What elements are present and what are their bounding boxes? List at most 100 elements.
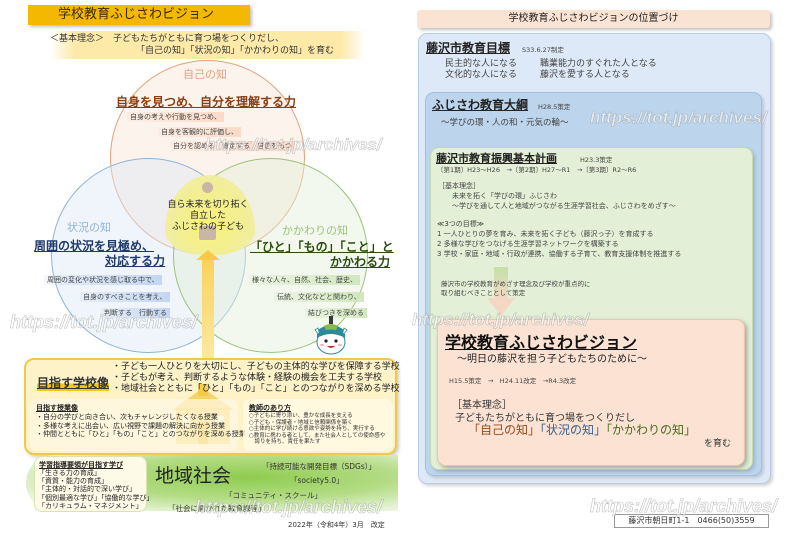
label-self-knowledge: 自己の知 <box>183 68 227 81</box>
school-vision-dates: H15.5策定 → H24.11改定 →R4.3改定 <box>449 377 577 385</box>
desc-self-2: 自身を客観的に評価し、 <box>158 127 241 137</box>
plan-goal-item: 3 学校・家庭・地域・行政が連携、協働する子育て、教育支援体制を推進する <box>437 250 682 258</box>
chi-self: 「自己の知」 <box>468 423 541 437</box>
chi-situational: 「状況の知」 <box>540 423 607 437</box>
school-vision-philosophy-label: ［基本理念］ <box>452 400 512 411</box>
curriculum-title: 学習指導要領が目指す学び <box>39 461 123 469</box>
plan-philosophy-1: 未来を拓く「学びの環」ふじさわ <box>452 192 557 200</box>
teacher-ideal-title: 教師のあり方 <box>249 404 291 412</box>
curriculum-list: 「生きる力の育成」 「資質・能力の育成」 「主体的・対話的で深い学び」 「個別最… <box>38 469 154 510</box>
target-class-title: 目指す授業像 <box>36 404 78 412</box>
center-line-2: 自立した <box>189 211 226 221</box>
desc-relational-3: 結びつきを深める <box>305 308 367 318</box>
education-goal-date: S33.6.27制定 <box>522 46 564 54</box>
curriculum-item: 「個別最適な学び」「協働的な学び」 <box>38 493 154 502</box>
philosophy-line-1: ＜基本理念＞ 子どもたちがともに育つ場をつくりだし、 <box>50 34 285 44</box>
power-situational-line-1: 周囲の状況を見極め、 <box>34 239 155 253</box>
school-vision-philosophy: 子どもたちがともに育つ場をつくりだし <box>455 413 635 424</box>
education-outline-title: ふじさわ教育大綱 <box>432 98 529 112</box>
curriculum-item: 「資質・能力の育成」 <box>38 477 108 486</box>
school-vision-subtitle: ～明日の藤沢を担う子どもたちのために～ <box>457 354 647 365</box>
basic-philosophy: ＜基本理念＞ 子どもたちがともに育つ場をつくりだし、 「自己の知」「状況の知」「… <box>50 31 365 59</box>
plan-philosophy-2: ～学びを通して人と地域がつながる生涯学習社会、ふじさわをめざす～ <box>452 202 676 210</box>
plan-note-line: 藤沢市の学校教育がめざす理念及び学校が重点的に <box>441 280 591 288</box>
watermark-text: https://tot.jp/archives/ <box>590 108 767 128</box>
mascot-character-icon <box>314 316 348 355</box>
goal-item: 文化的な人になる <box>445 70 518 80</box>
plan-goal-item: 2 多様な学びをつなげる生涯学習ネットワークを構築する <box>437 240 619 248</box>
vision-title-banner: 学校教育ふじさわビジョン <box>28 5 250 25</box>
school-vision-ending: を育む <box>704 439 732 449</box>
target-school-item: ・子ども一人ひとりを大切にし、子どもの主体的な学びを保障する学校 <box>112 362 400 372</box>
down-arrow-shaft <box>494 267 508 299</box>
watermark-text: https://tot.jp/archives/ <box>205 135 382 155</box>
watermark-text: https://tot.jp/archives/ <box>590 496 778 517</box>
desc-situational-3: 判断する 行動する <box>101 308 170 318</box>
teacher-ideal-item: ○子どもに寄り添い、豊かな成長を支える <box>249 413 353 419</box>
teacher-ideal-list: ○子どもに寄り添い、豊かな成長を支える ○子ども・保護者・地域と信頼関係を築く … <box>249 413 385 446</box>
target-school-item: ・子どもが考え、判断するような体験・経験の機会を工夫する学校 <box>112 373 383 383</box>
target-school-title: 目指す学校像 <box>37 374 110 391</box>
child-silhouette-body-icon <box>199 226 216 240</box>
target-class-item: ・仲間とともに「ひと」「もの」「こと」とのつながりを深める授業 <box>36 430 246 438</box>
keyword-society5: 「society5.0」 <box>290 476 344 485</box>
desc-relational-1: 様々な人々、自然、社会、歴史、 <box>249 275 360 285</box>
plan-note-line: 取り組むべきこととして策定 <box>441 289 526 297</box>
curriculum-panel: 学習指導要領が目指す学び 「生きる力の育成」 「資質・能力の育成」 「主体的・対… <box>34 456 154 512</box>
center-line-1: 自ら未来を切り拓く <box>167 200 249 210</box>
goal-item: 職業能力のすぐれた人となる <box>540 59 657 69</box>
teacher-ideal-item: ○教育に携わる者として、また社会人としての使命感や <box>249 432 386 439</box>
curriculum-item: 「生きる力の育成」 <box>38 469 101 477</box>
center-line-3: ふじさわの子ども <box>171 222 244 232</box>
curriculum-item: 「カリキュラム・マネジメント」 <box>38 501 143 510</box>
revision-date: 2022年（令和4年）3月 改定 <box>288 521 385 529</box>
target-class-panel: 目指す授業像 ・自分の学びと向き合い、次もチャレンジしたくなる授業 ・多様な考え… <box>30 399 246 451</box>
positioning-header: 学校教育ふじさわビジョンの位置づけ <box>417 10 770 28</box>
plan-goals-label: ≪3つの目標≫ <box>437 220 485 228</box>
label-situational-knowledge: 状況の知 <box>67 221 111 234</box>
power-situational-line-2: 対応する力 <box>105 254 166 268</box>
contact-address-phone: 藤沢市朝日町1-1 0466(50)3559 <box>614 514 769 528</box>
teacher-ideal-item: ○主体的に学び続ける意欲や姿勢を持ち、実行する <box>249 426 375 432</box>
power-relational-line-2: かかわる力 <box>330 255 391 269</box>
promotion-plan-periods: 〔第1期〕H23～H26 →〔第2期〕H27～R1 →〔第3期〕R2～R6 <box>437 166 637 174</box>
desc-situational-2: 自身のすべきことを考え、 <box>80 292 170 302</box>
goal-item: 藤沢を愛する人となる <box>540 70 630 80</box>
target-school-item: ・地域社会とともに「ひと」「もの」「こと」とのつながりを深める学校 <box>112 384 400 394</box>
education-outline-motto: ～学びの環・人の和・元気の輪～ <box>441 118 569 128</box>
target-class-item: ・多様な考えに出会い、広い視野で課題の解決に向かう授業 <box>36 421 225 430</box>
community-title: 地域社会 <box>155 465 232 487</box>
keyword-community-school: 「コミュニティ・スクール」 <box>225 491 323 500</box>
curriculum-item: 「主体的・対話的で深い学び」 <box>38 485 136 494</box>
up-arrow-shaft <box>202 258 214 360</box>
watermark-text: https://tot.jp/archives/ <box>195 497 383 518</box>
watermark-text: https://tot.jp/archives/ <box>412 310 589 330</box>
philosophy-line-2: 「自己の知」「状況の知」「かかわりの知」を育む <box>136 46 335 56</box>
promotion-plan-date: H23.3策定 <box>580 156 613 164</box>
label-relational-knowledge: かかわりの知 <box>282 224 348 237</box>
center-child-text: 自ら未来を切り拓く 自立した ふじさわの子ども <box>163 200 253 233</box>
teacher-ideal-panel: 教師のあり方 ○子どもに寄り添い、豊かな成長を支える ○子ども・保護者・地域と信… <box>243 399 393 451</box>
target-class-item: ・自分の学びと向き合い、次もチャレンジしたくなる授業 <box>36 413 218 421</box>
desc-self-1: 自身の考えや行動を見つめ、 <box>127 112 224 122</box>
school-vision-title: 学校教育ふじさわビジョン <box>445 333 638 352</box>
school-vision-box <box>437 319 745 466</box>
plan-goal-item: 1 一人ひとりの夢を育み、未来を拓く子ども（藤沢っ子）を育成する <box>437 230 654 238</box>
teacher-ideal-item: ○子ども・保護者・地域と信頼関係を築く <box>249 419 353 426</box>
power-self: 自身を見つめ、自分を理解する力 <box>116 95 297 109</box>
target-school-list: ・子ども一人ひとりを大切にし、子どもの主体的な学びを保障する学校 ・子どもが考え… <box>112 362 400 395</box>
education-outline-date: H28.5策定 <box>538 103 571 111</box>
school-vision-three-knowledges: 「自己の知」「状況の知」「かかわりの知」 <box>468 421 696 438</box>
plan-philosophy-label: ［基本理念］ <box>438 182 480 190</box>
down-arrow-icon <box>487 298 515 316</box>
desc-relational-2: 伝統、文化などと関わり、 <box>274 292 364 302</box>
goal-item: 民主的な人になる <box>445 59 518 69</box>
watermark-text: https://tot.jp/archives/ <box>10 312 198 333</box>
keyword-sdgs: 「持続可能な開発目標（SDGs）」 <box>262 462 377 471</box>
plan-note: 藤沢市の学校教育がめざす理念及び学校が重点的に 取り組むべきこととして策定 <box>441 280 591 298</box>
target-class-list: ・自分の学びと向き合い、次もチャレンジしたくなる授業 ・多様な考えに出会い、広い… <box>36 413 246 439</box>
desc-situational-1: 周囲の変化や状況を感じ取る中で、 <box>44 275 162 285</box>
promotion-plan-title: 藤沢市教育振興基本計画 <box>436 152 557 165</box>
teacher-ideal-item: 誇りを持ち、責任を果たす <box>249 439 321 445</box>
child-silhouette-head-icon <box>202 182 213 193</box>
